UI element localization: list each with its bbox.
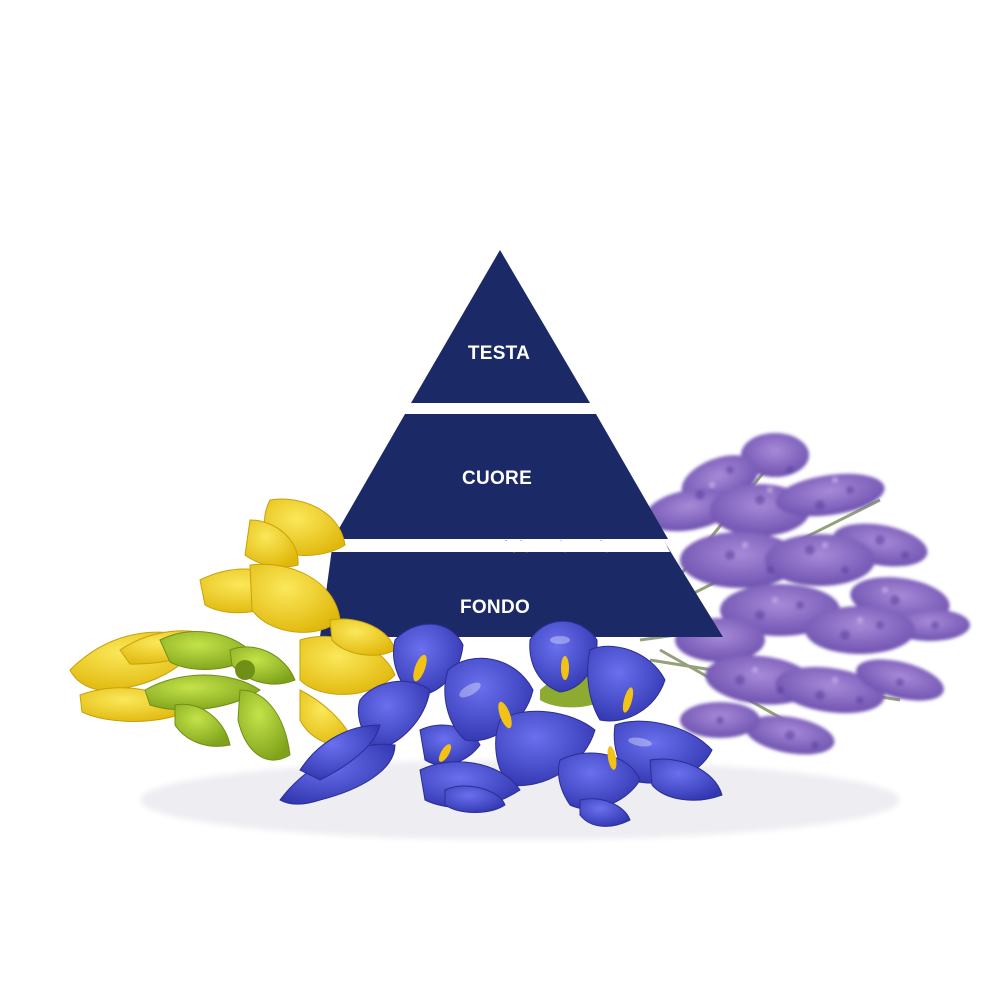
tier-label-cuore: CUORE [462,468,532,489]
iris-illustration [279,620,723,827]
pyramid-tier-cuore [333,414,668,539]
lavender-illustration [639,433,970,755]
pyramid-tier-fondo [320,541,723,637]
tier-label-fondo: FONDO [460,597,530,618]
pyramid-tier-testa [411,250,590,403]
ylang-ylang-illustration [69,498,396,761]
pyramid: TESTA CUORE FONDO [320,250,723,637]
tier-label-testa: TESTA [468,343,530,364]
